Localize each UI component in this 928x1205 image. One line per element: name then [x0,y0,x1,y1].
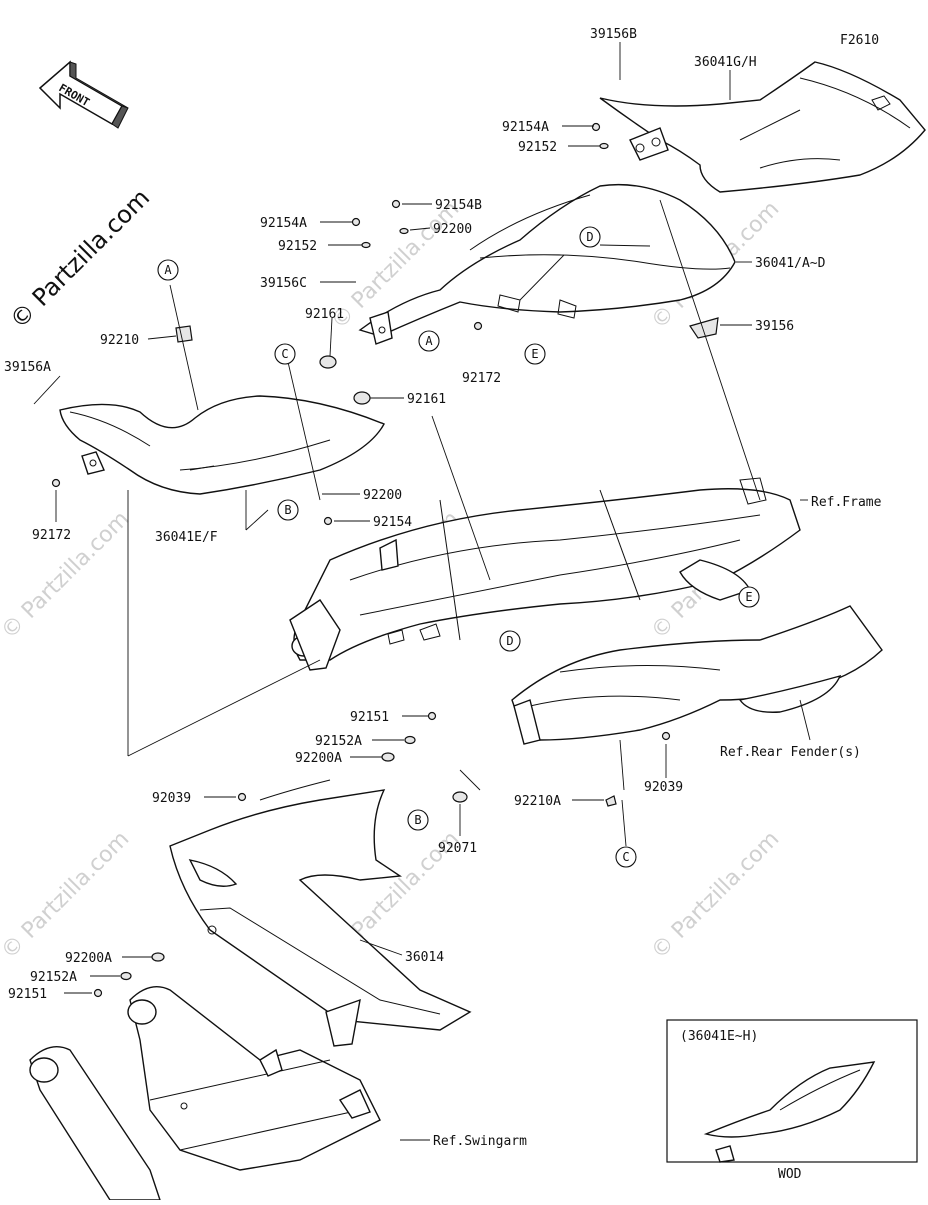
inset-caption: WOD [778,1167,802,1182]
part-label: 39156B [590,27,637,42]
callout-label: C [622,850,629,864]
part-label: 36014 [405,950,444,965]
frame-drawing [289,477,801,671]
part-label: 92154A [502,120,549,135]
callout-label: D [586,230,593,244]
watermark: © Partzilla.com [647,827,785,965]
leader-lines [33,42,811,1141]
part-label: 36041/A~D [755,256,826,271]
side-cover-drawing [358,183,736,345]
part-label: 92154 [373,515,412,530]
inset-box: (36041E~H) WOD [666,1019,918,1182]
part-label: 92152A [30,970,77,985]
part-label: Ref.Frame [811,495,882,510]
part-label: 92200 [433,222,472,237]
callout-label: B [284,503,291,517]
rear-fender-drawing [511,605,883,745]
part-label: 92200 [363,488,402,503]
part-label: 92152 [518,140,557,155]
callout-label: E [745,590,752,604]
front-arrow-icon: FRONT [38,60,129,129]
part-label: 92152A [315,734,362,749]
part-label: 92151 [350,710,389,725]
part-label: 92039 [152,791,191,806]
part-label: Ref.Swingarm [433,1134,527,1149]
part-label: 92039 [644,780,683,795]
callout-label: A [425,334,433,348]
part-label: 92154B [435,198,482,213]
part-label: 92161 [305,307,344,322]
tail-cowl-upper-drawing [599,61,926,193]
part-label: 39156A [4,360,51,375]
part-label: 36041G/H [694,55,757,70]
callout-label: A [164,263,172,277]
part-label: 92210 [100,333,139,348]
watermark-main: © Partzilla.com [4,183,155,334]
part-label: 92154A [260,216,307,231]
part-label: 92172 [462,371,501,386]
side-cover-left-drawing [59,395,385,495]
part-label: 92200A [65,951,112,966]
part-label-group: 39156B 36041G/H 92154A 92152 92154B 9215… [4,27,882,1149]
part-label: 39156C [260,276,307,291]
bracket-39156-drawing [689,317,719,339]
callout-label: B [414,813,421,827]
part-label: 92172 [32,528,71,543]
part-label: 92210A [514,794,561,809]
part-label: 92071 [438,841,477,856]
callout-label: E [531,347,538,361]
part-label: 39156 [755,319,794,334]
watermark: © Partzilla.com [0,827,134,965]
chain-cover-drawing [169,779,472,1047]
part-label: 92151 [8,987,47,1002]
part-label: 92161 [407,392,446,407]
callout-group: D A A E C B E D B C [157,226,760,868]
callout-label: D [506,634,513,648]
part-label: 92200A [295,751,342,766]
part-label: Ref.Rear Fender(s) [720,745,861,760]
inset-title: (36041E~H) [680,1029,758,1044]
part-label: 92152 [278,239,317,254]
diagram-code: F2610 [840,33,879,48]
hardware-drawings [51,122,671,998]
callout-label: C [281,347,288,361]
part-label: 36041E/F [155,530,218,545]
